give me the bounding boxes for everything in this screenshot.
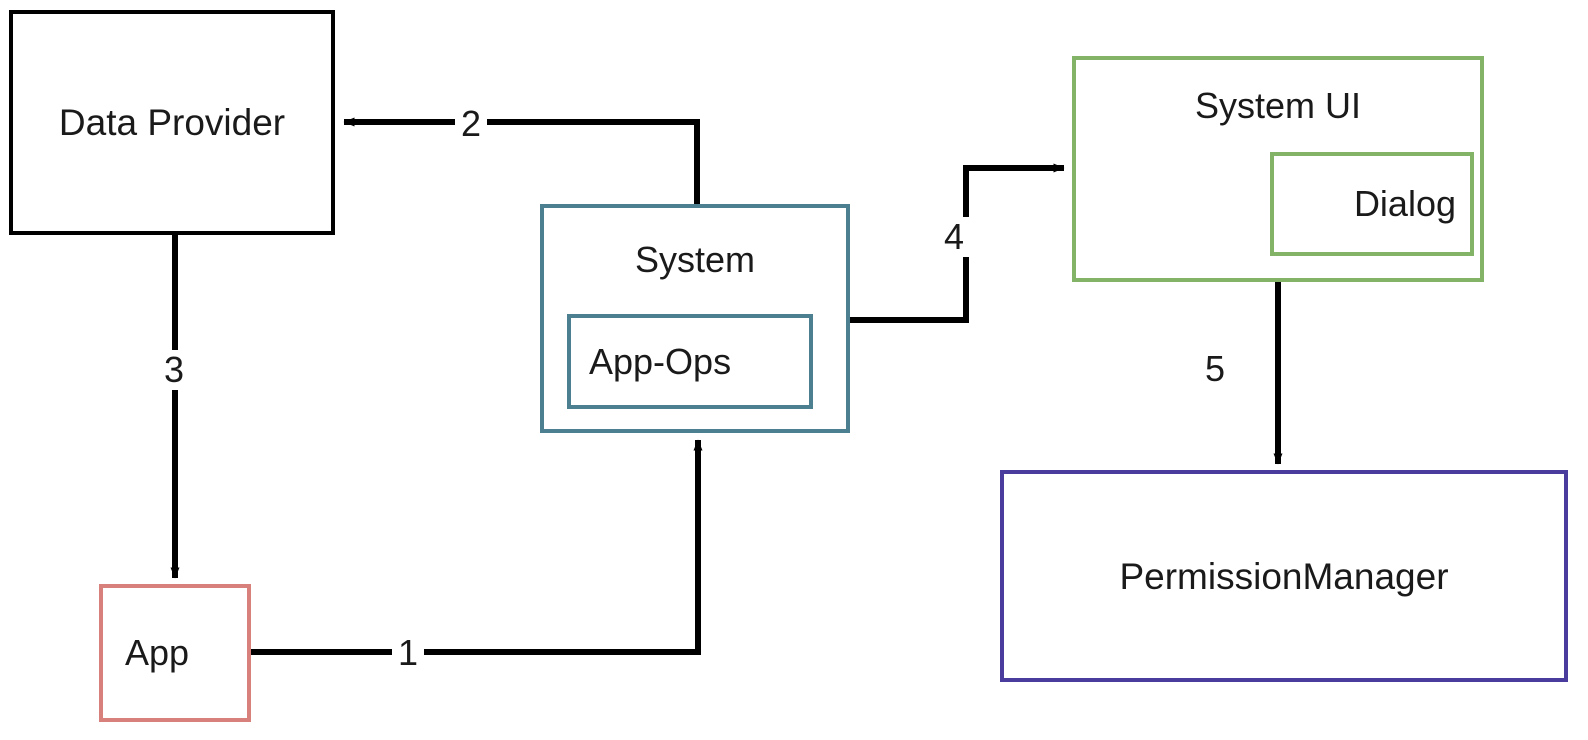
node-dialog[interactable]: Dialog [1270,152,1474,256]
edge-2-path [343,117,700,205]
node-data-provider[interactable]: Data Provider [9,10,335,235]
edge-label-5: 5 [1199,349,1232,389]
node-data-provider-label: Data Provider [58,102,286,143]
node-dialog-label: Dialog [1353,183,1456,224]
node-permission-manager-label: PermissionManager [1119,555,1449,597]
node-permission-manager[interactable]: PermissionManager [1000,470,1568,682]
edge-label-2: 2 [455,104,488,144]
edge-label-1: 1 [392,633,425,673]
edge-label-4: 4 [938,217,971,257]
node-system-label: System [634,239,756,280]
node-app[interactable]: App [99,584,251,722]
edge-label-3: 3 [158,350,191,390]
node-app-label: App [125,632,190,673]
edge-1-path [251,439,703,655]
node-app-ops-label: App-Ops [589,340,732,382]
node-system-ui-label: System UI [1194,85,1362,126]
node-app-ops[interactable]: App-Ops [567,314,813,409]
